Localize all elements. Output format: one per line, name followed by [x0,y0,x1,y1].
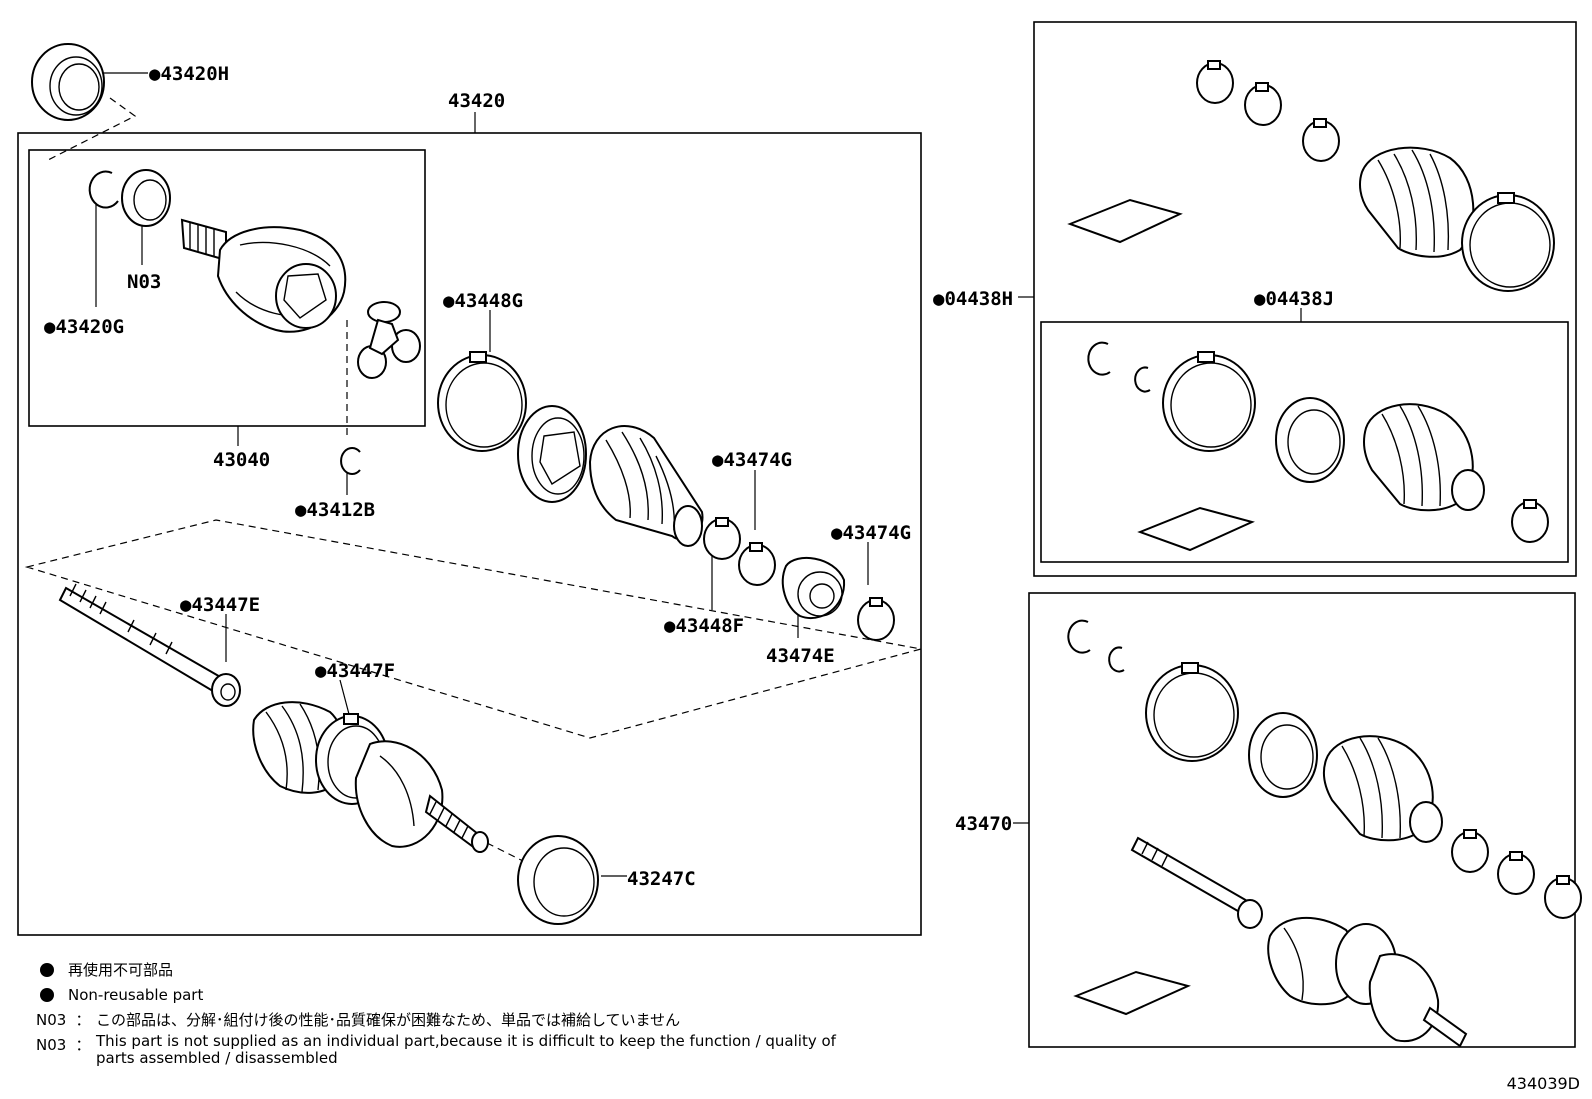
box-04438J [1040,321,1569,563]
boot-cap [517,405,587,503]
label-43474G-a: ●43474G [712,449,792,471]
assembly-43470-parts [1067,619,1582,1048]
clamp-43448G [437,351,527,452]
legend-row-nonreusable-ja: 再使用不可部品 [36,958,856,983]
label-43040: 43040 [213,449,270,471]
damper-43474E [781,556,846,619]
label-43420H: ●43420H [149,63,229,85]
bullet-icon [40,963,54,977]
legend-row-nonreusable-en: Non-reusable part [36,983,856,1008]
inboard-boot [588,425,704,547]
legend-row-n03-ja: N03 ： この部品は、分解･組付け後の性能･品質確保が困難なため、単品では補給… [36,1008,856,1033]
legend-colon: ： [75,1036,91,1054]
legend-nonreusable-ja: 再使用不可部品 [68,961,174,979]
label-04438H: ●04438H [933,288,1013,310]
label-N03: N03 [127,271,161,293]
legend-row-n03-en: N03 ： This part is not supplied as an in… [36,1033,856,1067]
box-04438H [1033,21,1577,577]
legend-nonreusable-en: Non-reusable part [68,986,204,1004]
legend-colon: ： [75,1011,91,1029]
shaft-dashed-outline [24,519,922,739]
clamp-43474G-b [857,597,895,641]
outboard-joint [252,701,489,853]
label-43447F: ●43447F [315,660,395,682]
clamp-43474G-a [738,542,776,586]
label-43447E: ●43447E [180,594,260,616]
label-43474G-b: ●43474G [831,522,911,544]
legend: 再使用不可部品 Non-reusable part N03 ： この部品は、分解… [36,958,856,1067]
box-43040 [28,149,426,427]
legend-n03-key: N03 [36,1011,67,1029]
figure-code: 434039D [1506,1074,1580,1093]
leader-43247C-dash [486,842,526,863]
label-43420G: ●43420G [44,316,124,338]
box-43470 [1028,592,1576,1048]
snap-ring-43420G [88,170,119,209]
axle-shaft [58,583,241,707]
label-04438J: ●04438J [1254,288,1334,310]
label-43474E: 43474E [766,645,835,667]
boot-ring-43420H [31,43,105,121]
inboard-joint-housing [180,218,347,333]
label-43247C: 43247C [627,868,696,890]
legend-n03-ja: この部品は、分解･組付け後の性能･品質確保が困難なため、単品では補給していません [96,1011,681,1029]
leader-43447F [339,679,351,719]
clamp-43448F [703,517,741,560]
kit-04438J-parts [1087,341,1549,552]
tripod-spider [357,301,421,379]
kit-04438H-parts [1067,60,1555,292]
ring-N03 [121,169,171,227]
label-43470: 43470 [955,813,1012,835]
bullet-icon [40,988,54,1002]
legend-n03-key: N03 [36,1036,67,1054]
seal-43247C [517,835,599,925]
legend-n03-en: This part is not supplied as an individu… [96,1032,836,1067]
label-43420: 43420 [448,90,505,112]
label-43448G: ●43448G [443,290,523,312]
label-43448F: ●43448F [664,615,744,637]
box-43420 [17,132,922,936]
label-43412B: ●43412B [295,499,375,521]
leader-43420H-dash [47,97,137,161]
snap-ring-43412B [340,447,361,475]
